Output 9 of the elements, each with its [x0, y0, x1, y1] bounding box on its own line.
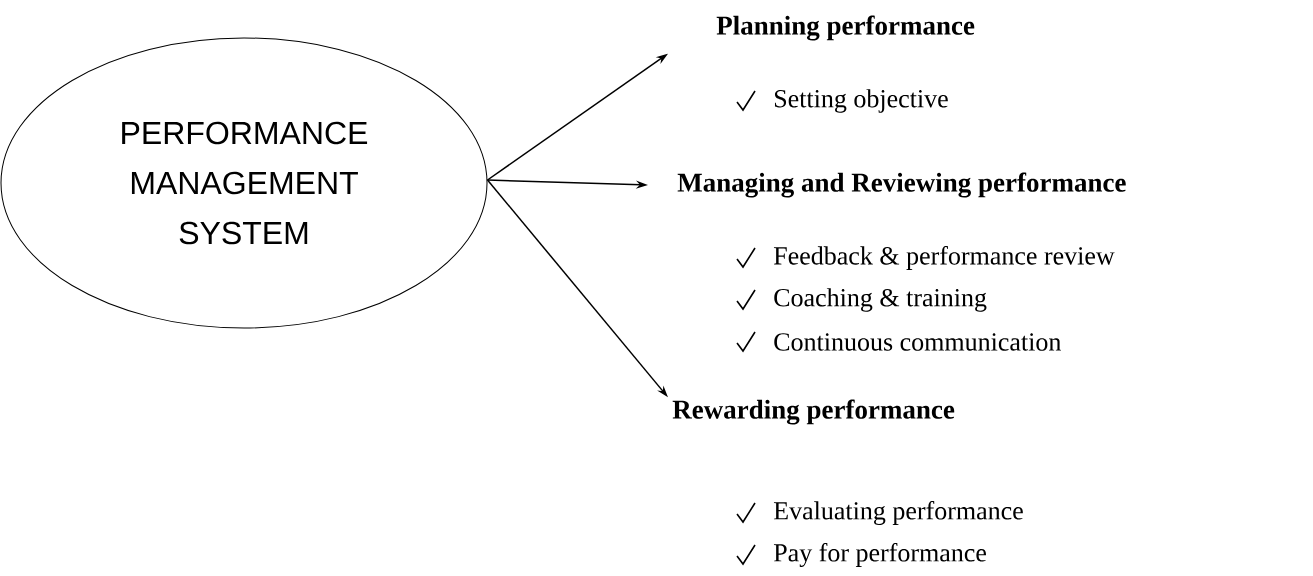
- heading: Rewarding performance: [672, 399, 955, 425]
- list-item: Pay for performance: [773, 543, 986, 567]
- list-item: Evaluating performance: [773, 501, 1023, 525]
- list-item: Feedback & performance review: [773, 246, 1115, 270]
- list-item: Setting objective: [774, 89, 948, 113]
- list-item: Continuous communication: [774, 333, 1061, 351]
- heading: Planning performance: [716, 15, 975, 41]
- heading: Managing and Reviewing performance: [677, 172, 1126, 198]
- list-item: Coaching & training: [774, 288, 987, 312]
